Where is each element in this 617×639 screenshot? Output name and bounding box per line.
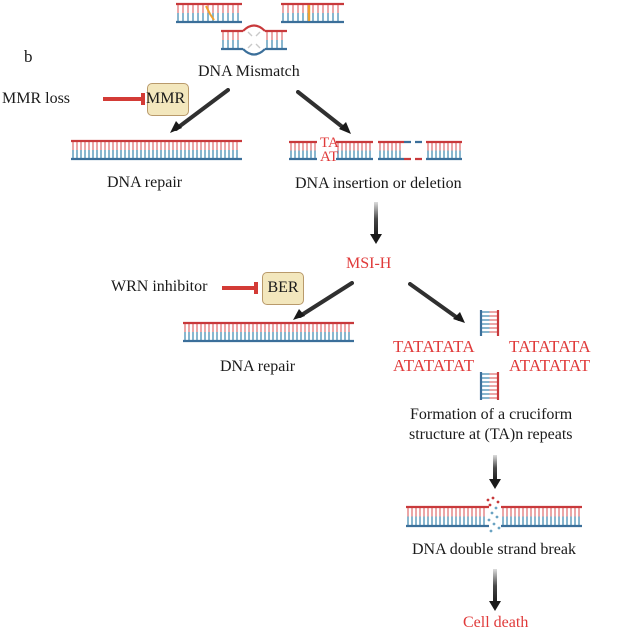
arrow-icon — [408, 282, 465, 323]
indel-insert-bottom: AT — [320, 149, 339, 165]
inhibition-bar-icon — [222, 282, 258, 294]
dna-break-icon — [406, 496, 582, 533]
arrow-icon — [296, 90, 351, 134]
mmr-loss-label: MMR loss — [2, 90, 71, 107]
cruciform-label-line1: Formation of a cruciform — [410, 406, 573, 423]
dna-indel-label: DNA insertion or deletion — [295, 175, 462, 192]
arrow-icon — [170, 88, 230, 133]
cruciform-seq-bottom-left: ATATATAT — [393, 356, 475, 375]
cruciform-seq-bottom-right: ATATATAT — [509, 356, 591, 375]
cruciform-label-line2: structure at (TA)n repeats — [409, 426, 573, 443]
dna-duplex-icon — [183, 321, 354, 343]
cruciform-seq-top-left: TATATATA — [393, 337, 475, 356]
dna-mismatch-icon — [176, 2, 344, 56]
dna-mismatch-label: DNA Mismatch — [198, 63, 300, 80]
ber-box: BER — [262, 272, 304, 305]
indel-insert-top: TA — [320, 135, 339, 151]
dsb-label: DNA double strand break — [412, 541, 576, 558]
dna-repair-label-2: DNA repair — [220, 358, 296, 375]
panel-label: b — [24, 47, 33, 66]
dna-indel-icon — [289, 140, 462, 161]
mmr-box: MMR — [146, 83, 189, 116]
wrn-inhibitor-label: WRN inhibitor — [111, 278, 208, 295]
dna-cruciform-icon — [479, 310, 500, 400]
dna-duplex-icon — [71, 139, 242, 161]
cell-death-label: Cell death — [463, 614, 529, 631]
inhibition-bar-icon — [103, 93, 145, 105]
msi-h-label: MSI-H — [346, 255, 392, 272]
ber-label: BER — [267, 279, 299, 296]
cruciform-seq-top-right: TATATATA — [509, 337, 591, 356]
mmr-label: MMR — [146, 90, 186, 107]
arrow-icon — [370, 202, 382, 244]
arrow-icon — [293, 281, 354, 320]
dna-repair-label: DNA repair — [107, 174, 183, 191]
arrow-icon — [489, 455, 501, 489]
arrow-icon — [489, 569, 501, 611]
